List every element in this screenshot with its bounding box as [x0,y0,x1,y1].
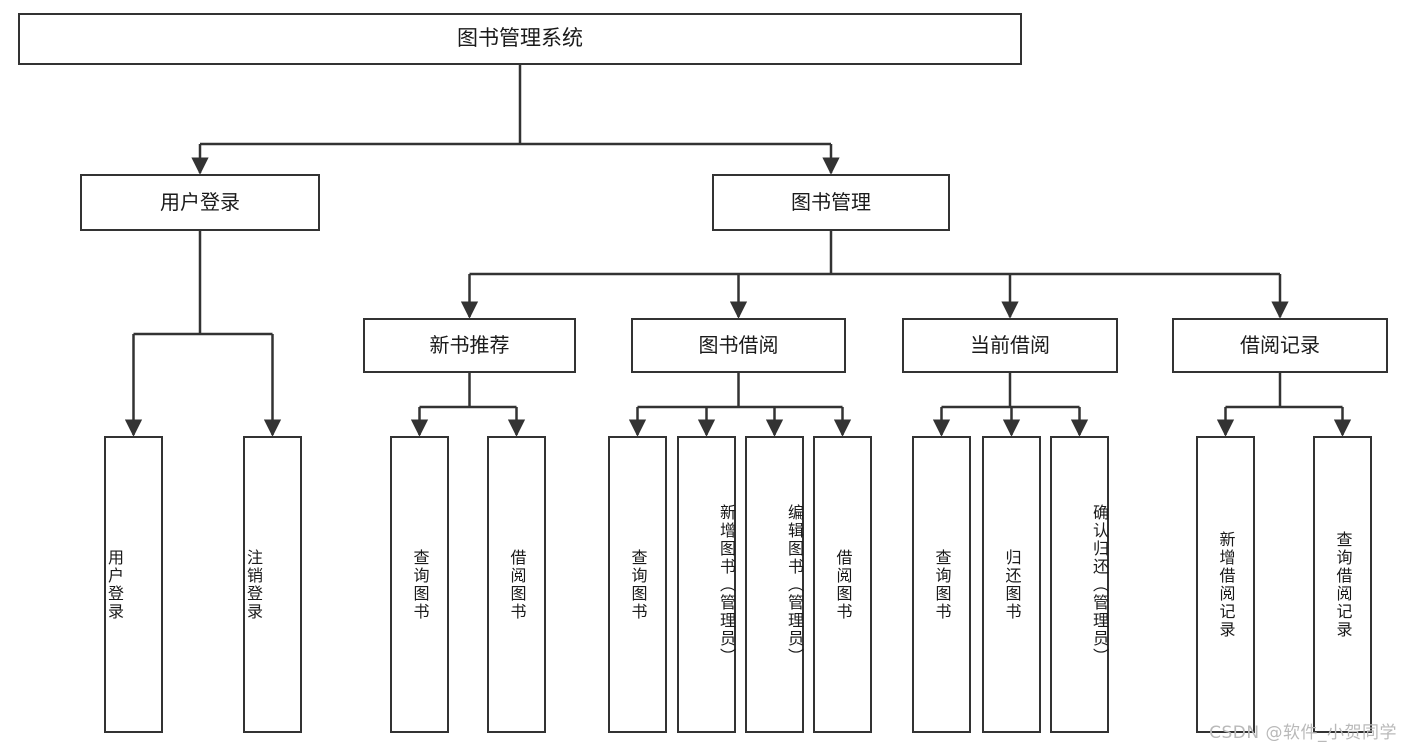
node-b-edit[interactable]: 编辑图书（管理员） [745,436,804,733]
node-label: 用户登录 [160,190,240,215]
node-r-add[interactable]: 新增借阅记录 [1196,436,1255,733]
node-label: 查询图书 [932,548,952,621]
node-c-return[interactable]: 归还图书 [982,436,1041,733]
node-label: 注销登录 [244,548,263,621]
node-newbook[interactable]: 新书推荐 [363,318,576,373]
node-label: 查询借阅记录 [1333,530,1353,639]
node-label: 编辑图书（管理员） [785,503,804,666]
node-label: 当前借阅 [970,333,1050,358]
node-b-add[interactable]: 新增图书（管理员） [677,436,736,733]
node-r-query[interactable]: 查询借阅记录 [1313,436,1372,733]
node-n-query[interactable]: 查询图书 [390,436,449,733]
node-label: 新增图书（管理员） [717,503,736,666]
node-l-login[interactable]: 用户登录 [104,436,163,733]
node-label: 图书借阅 [698,333,779,358]
node-b-query[interactable]: 查询图书 [608,436,667,733]
node-c-confirm[interactable]: 确认归还（管理员） [1050,436,1109,733]
node-label: 新增借阅记录 [1216,530,1236,639]
node-c-query[interactable]: 查询图书 [912,436,971,733]
node-label: 借阅记录 [1240,333,1320,358]
node-root[interactable]: 图书管理系统 [18,13,1022,65]
node-l-logout[interactable]: 注销登录 [243,436,302,733]
node-label: 图书管理 [791,190,871,215]
node-label: 借阅图书 [833,548,853,621]
node-borrow[interactable]: 图书借阅 [631,318,846,373]
node-bookmgmt[interactable]: 图书管理 [712,174,950,231]
node-login[interactable]: 用户登录 [80,174,320,231]
node-label: 查询图书 [628,548,648,621]
node-current[interactable]: 当前借阅 [902,318,1118,373]
node-label: 确认归还（管理员） [1090,503,1109,666]
node-records[interactable]: 借阅记录 [1172,318,1388,373]
node-label: 借阅图书 [507,548,527,621]
node-label: 图书管理系统 [457,26,583,51]
node-b-borrow[interactable]: 借阅图书 [813,436,872,733]
node-n-borrow[interactable]: 借阅图书 [487,436,546,733]
node-label: 新书推荐 [429,333,510,358]
node-label: 查询图书 [410,548,430,621]
node-label: 归还图书 [1002,548,1022,621]
watermark-text: CSDN @软件_小贺同学 [1209,723,1397,743]
node-label: 用户登录 [105,548,124,621]
